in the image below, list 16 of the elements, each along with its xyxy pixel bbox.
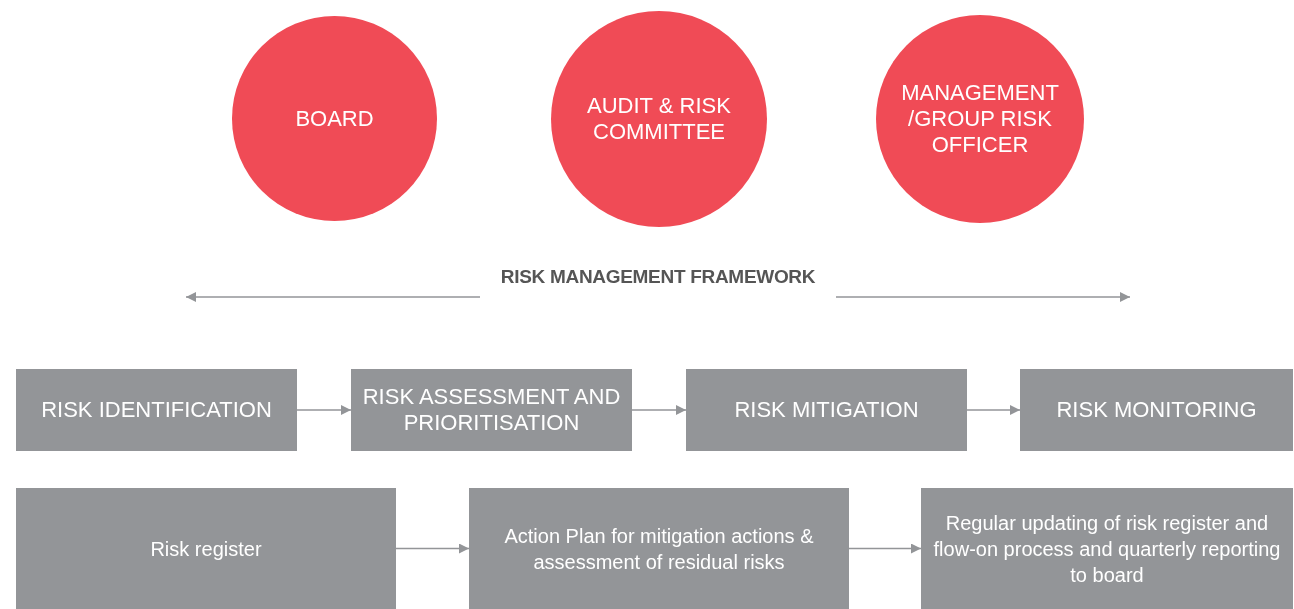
arrow [966, 405, 1021, 415]
output-box: Regular updating of risk register and flow-on process and quarterly reporting to board [921, 488, 1293, 609]
process-box: RISK MONITORING [1020, 369, 1293, 451]
output-box: Action Plan for mitigation actions & assessment of residual risks [469, 488, 849, 609]
arrow [848, 543, 922, 554]
process-box: RISK MITIGATION [686, 369, 967, 451]
arrow [395, 543, 470, 554]
section-heading: RISK MANAGEMENT FRAMEWORK [499, 266, 817, 288]
arrow [296, 405, 352, 415]
arrow [631, 405, 687, 415]
output-box: Risk register [16, 488, 396, 609]
role-circle: MANAGEMENT /GROUP RISK OFFICER [876, 15, 1084, 223]
role-circle: BOARD [232, 16, 437, 221]
process-box: RISK IDENTIFICATION [16, 369, 297, 451]
role-circle: AUDIT & RISK COMMITTEE [551, 11, 767, 227]
process-box: RISK ASSESSMENT AND PRIORITISATION [351, 369, 632, 451]
